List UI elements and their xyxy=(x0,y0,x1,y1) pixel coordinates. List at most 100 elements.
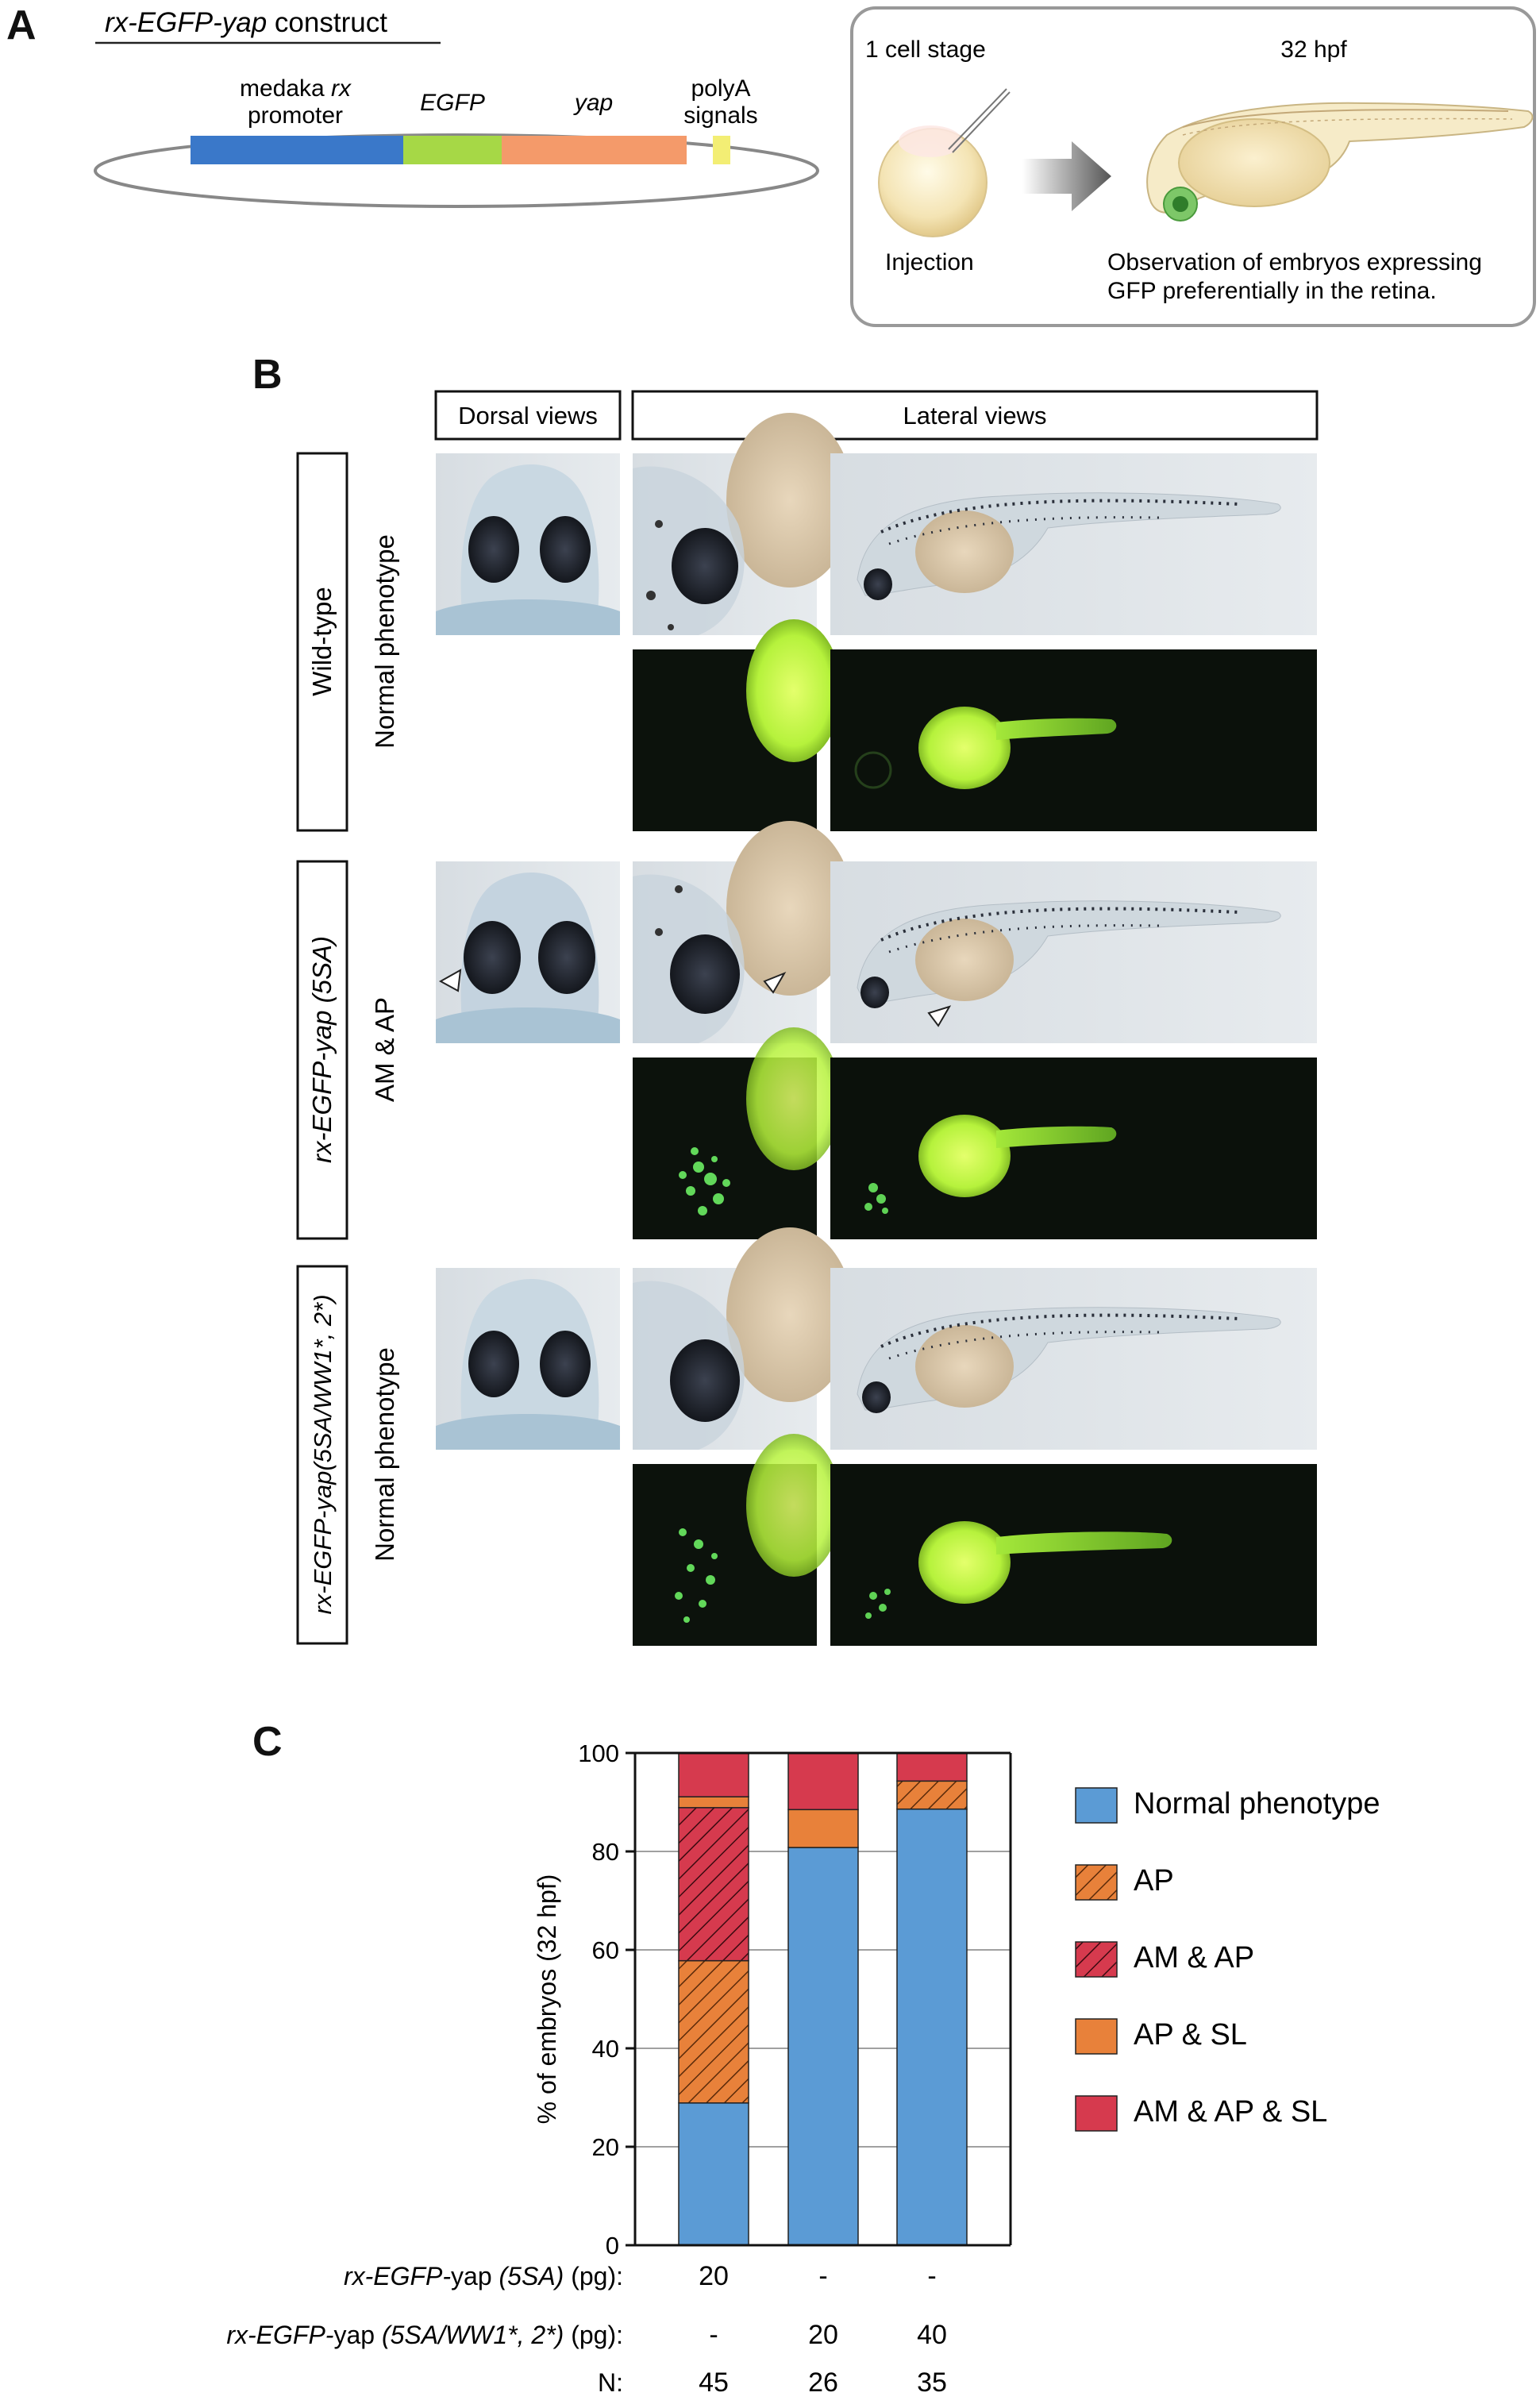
gfp-whole-photo xyxy=(830,649,1317,831)
row3-genotype-box xyxy=(296,1265,348,1645)
table-cell: 40 xyxy=(917,2320,947,2350)
lateral-head-photo xyxy=(633,821,853,1043)
table-cell: 35 xyxy=(917,2367,947,2398)
bar-segment-normal-phenotype xyxy=(896,1808,968,2246)
y-tick-label: 80 xyxy=(592,1838,619,1866)
legend-label: Normal phenotype xyxy=(1134,1787,1380,1820)
panel-a-graphic: rx-EGFP-yap construct medaka rx promoter… xyxy=(94,6,1536,327)
gfp-head-photo xyxy=(633,1027,841,1239)
table-cell: - xyxy=(927,2261,936,2291)
legend-label: AP & SL xyxy=(1134,2018,1247,2051)
lateral-head-photo xyxy=(633,413,853,635)
arrowhead-icon xyxy=(763,971,787,994)
yap-label: yap xyxy=(573,90,613,116)
y-tick-label: 40 xyxy=(592,2035,619,2063)
row1-genotype-box xyxy=(296,452,348,832)
injection-label: Injection xyxy=(885,249,974,275)
dorsal-photo xyxy=(436,861,620,1043)
gfp-whole-photo xyxy=(830,1058,1317,1239)
panel-b-letter: B xyxy=(252,352,283,398)
bar-segment-am-ap-sl xyxy=(896,1752,968,1782)
embryo-icon xyxy=(1146,102,1534,222)
observation-line-1: Observation of embryos expressing xyxy=(1107,249,1482,275)
dorsal-header-box xyxy=(434,390,622,441)
row3-phenotype: Normal phenotype xyxy=(370,1347,399,1562)
yap-segment xyxy=(502,136,687,164)
polya-label-1: polyA xyxy=(691,75,750,102)
y-tick-label: 60 xyxy=(592,1936,619,1964)
y-tick-label: 20 xyxy=(592,2133,619,2161)
arrowhead-icon xyxy=(438,969,462,992)
egfp-segment xyxy=(403,136,502,164)
legend-swatch xyxy=(1075,1941,1118,1978)
lateral-header: Lateral views xyxy=(903,402,1047,430)
row2-genotype: rx-EGFP-yap (5SA) xyxy=(307,936,337,1163)
dorsal-photo xyxy=(436,453,620,635)
table-row-label: N: xyxy=(598,2368,623,2397)
promoter-segment xyxy=(191,136,403,164)
lateral-head-photo xyxy=(633,1227,853,1450)
row2-phenotype: AM & AP xyxy=(370,997,399,1102)
arrowhead-icon xyxy=(927,1005,952,1027)
row1-photos xyxy=(436,413,1317,831)
bar-segment-am-ap-sl xyxy=(678,1752,749,1797)
legend-swatch xyxy=(1075,2018,1118,2055)
row2-photos xyxy=(436,821,1317,1239)
y-tick-label: 0 xyxy=(606,2232,619,2260)
polya-segment xyxy=(713,136,730,164)
construct-title: rx-EGFP-yap construct xyxy=(105,7,387,38)
y-tick-label: 100 xyxy=(578,1739,619,1767)
bar-segment-ap xyxy=(896,1780,968,1810)
legend-label: AM & AP & SL xyxy=(1134,2095,1327,2129)
legend-label: AP xyxy=(1134,1864,1174,1897)
gfp-head-photo xyxy=(633,619,841,831)
table-cell: 26 xyxy=(808,2367,838,2398)
row2-genotype-box xyxy=(296,860,348,1240)
plasmid-ring xyxy=(94,133,819,208)
bar-segment-am-ap xyxy=(678,1807,749,1962)
bar-segment-ap xyxy=(678,1959,749,2104)
promoter-label-1: medaka rx xyxy=(240,75,352,102)
lateral-whole-photo xyxy=(830,861,1317,1043)
lateral-header-box xyxy=(631,390,1319,441)
legend-swatch xyxy=(1075,1787,1118,1824)
bar-segment-ap-sl xyxy=(787,1809,859,1848)
lateral-whole-photo xyxy=(830,453,1317,635)
lateral-whole-photo xyxy=(830,1268,1317,1450)
egfp-label: EGFP xyxy=(420,90,485,116)
table-row-label: rx-EGFP-yap (5SA/WW1*, 2*) (pg): xyxy=(226,2321,623,2349)
gfp-whole-photo xyxy=(830,1464,1317,1646)
dorsal-photo xyxy=(436,1268,620,1450)
dorsal-header: Dorsal views xyxy=(458,402,598,430)
axes: 0 20 40 60 80 100 % of embryos (32 hpf) xyxy=(533,1739,1012,2260)
legend-label: AM & AP xyxy=(1134,1941,1254,1974)
stacked-bar-chart: 0 20 40 60 80 100 % of embryos (32 hpf) Normal… xyxy=(226,1739,1380,2398)
polya-label-2: signals xyxy=(683,102,757,129)
dose-table: rx-EGFP-yap (5SA) (pg): 20 - - rx-EGFP-yap (… xyxy=(226,2261,947,2398)
bar-segment-ap-sl xyxy=(678,1796,749,1809)
legend-swatch xyxy=(1075,1864,1118,1901)
table-row-label: rx-EGFP-yap (5SA) (pg): xyxy=(344,2262,623,2290)
bar-segment-normal-phenotype xyxy=(787,1847,859,2246)
stage-1-label: 1 cell stage xyxy=(865,37,986,63)
table-cell: 20 xyxy=(699,2261,729,2291)
row3-photos xyxy=(436,1227,1317,1646)
gfp-head-photo xyxy=(633,1434,841,1646)
bar-segment-normal-phenotype xyxy=(678,2102,749,2246)
panel-b-graphic: Dorsal views Lateral views Wild-type Nor… xyxy=(296,390,1319,1646)
table-cell: - xyxy=(818,2261,827,2291)
panel-a-letter: A xyxy=(6,2,37,48)
bar-segment-am-ap-sl xyxy=(787,1752,859,1811)
egg-icon xyxy=(878,88,1011,237)
row3-genotype: rx-EGFP-yap(5SA/WW1*, 2*) xyxy=(309,1294,337,1614)
bars xyxy=(678,1752,968,2246)
observation-line-2: GFP preferentially in the retina. xyxy=(1107,278,1437,304)
panel-c-letter: C xyxy=(252,1719,283,1765)
table-cell: 45 xyxy=(699,2367,729,2398)
y-axis-label: % of embryos (32 hpf) xyxy=(533,1874,561,2125)
stage-2-label: 32 hpf xyxy=(1280,37,1347,63)
row1-genotype: Wild-type xyxy=(307,587,337,696)
arrow-icon xyxy=(1022,141,1111,211)
legend-swatch xyxy=(1075,2095,1118,2132)
